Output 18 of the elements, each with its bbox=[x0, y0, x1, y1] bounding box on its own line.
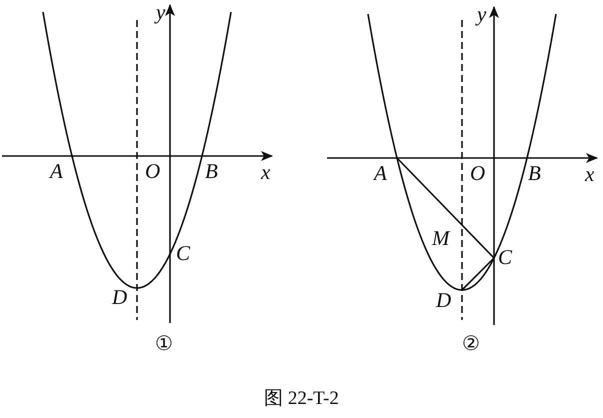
point-label: A bbox=[374, 163, 387, 184]
figure-number: ① bbox=[155, 333, 173, 353]
axis-label: y bbox=[156, 2, 166, 23]
point-label: C bbox=[498, 247, 512, 268]
point-label: B bbox=[528, 163, 541, 184]
point-label: D bbox=[112, 287, 128, 308]
point-label: B bbox=[205, 161, 218, 182]
point-label: A bbox=[50, 161, 63, 182]
point-label: D bbox=[436, 290, 452, 311]
figure-number: ② bbox=[462, 333, 480, 353]
axis-label: y bbox=[477, 4, 486, 25]
point-label: O bbox=[470, 163, 486, 184]
axis-label: x bbox=[585, 164, 594, 185]
axis-label: x bbox=[261, 162, 270, 183]
point-label: C bbox=[176, 243, 190, 264]
figure-caption: 图 22-T-2 bbox=[264, 388, 339, 409]
point-label: O bbox=[145, 161, 160, 182]
point-label: M bbox=[432, 228, 450, 249]
